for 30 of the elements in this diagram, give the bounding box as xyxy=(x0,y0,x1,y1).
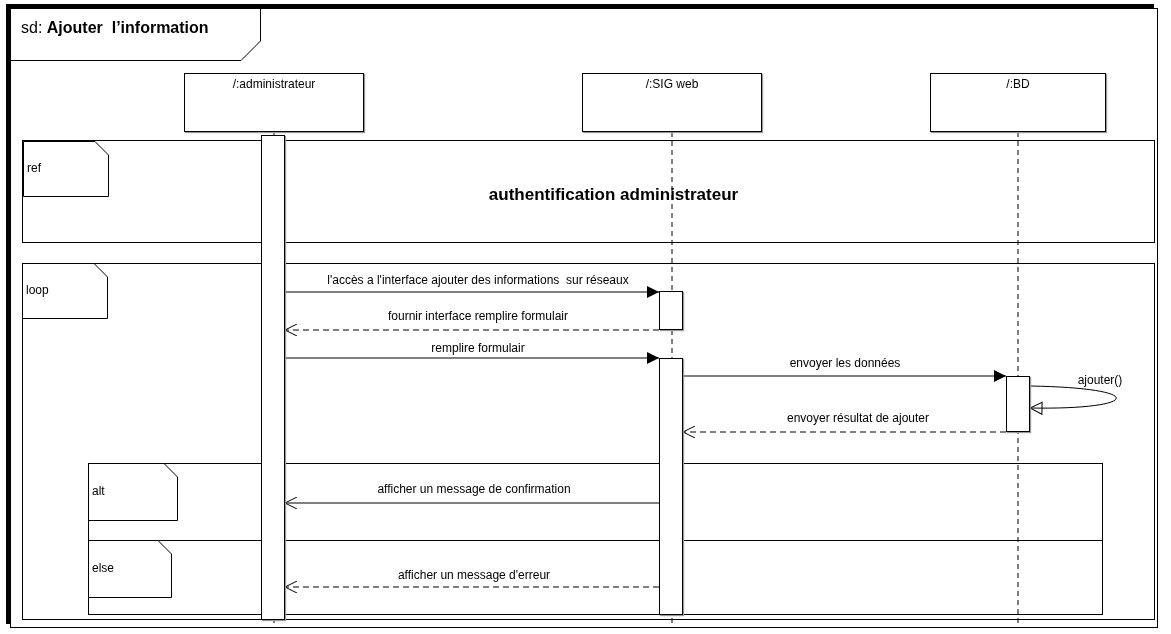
message-label: envoyer les données xyxy=(787,356,903,370)
message-arrow xyxy=(284,323,660,337)
ref-fragment xyxy=(22,140,1155,243)
activation-bar xyxy=(659,291,683,330)
message-label: remplire formulair xyxy=(429,341,527,355)
operator-tag: else xyxy=(88,540,172,598)
fragment-label: ref xyxy=(27,161,41,175)
message-label: envoyer résultat de ajouter xyxy=(784,411,932,425)
operator-tag: alt xyxy=(88,463,178,521)
message-arrow xyxy=(284,496,660,510)
message-arrow xyxy=(682,425,1007,439)
message-arrow xyxy=(284,286,660,298)
message-arrow xyxy=(284,352,660,364)
activation-bar xyxy=(659,358,683,615)
lifeline-head: /:administrateur xyxy=(184,73,364,132)
operator-tag: loop xyxy=(22,263,108,319)
fragment-text: authentification administrateur xyxy=(488,185,739,205)
lifeline-head: /:SIG web xyxy=(582,73,762,132)
message-label: l'accès a l'interface ajouter des informations sur réseaux xyxy=(325,273,631,287)
message-label: afficher un message d'erreur xyxy=(395,568,553,582)
message-arrow xyxy=(682,370,1007,382)
activation-bar xyxy=(261,135,285,620)
lifeline-head: /:BD xyxy=(930,73,1106,132)
message-label: ajouter() xyxy=(1075,373,1125,387)
message-label: afficher un message de confirmation xyxy=(375,482,573,496)
frame-name-tag: sd: Ajouter l’information xyxy=(11,9,261,61)
message-arrow xyxy=(284,580,660,594)
message-label: fournir interface remplire formulair xyxy=(385,309,571,323)
activation-bar xyxy=(1006,376,1030,432)
message-arrow xyxy=(1029,385,1117,415)
